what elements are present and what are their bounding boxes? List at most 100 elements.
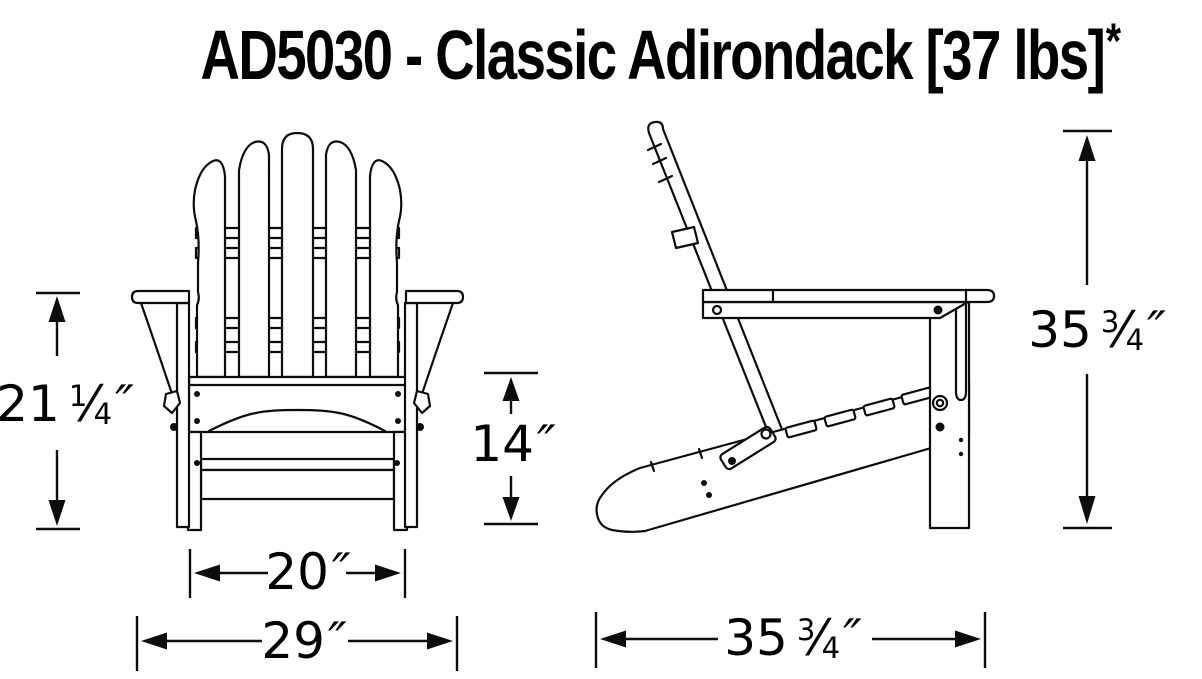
armrest-side: [701, 288, 996, 304]
folding-hinge-right: [412, 389, 432, 415]
dim-arrow-seat-height: [484, 371, 538, 526]
rear-leg: [928, 299, 971, 530]
back-slat-tick: [651, 156, 668, 166]
front-stretcher: [199, 468, 396, 501]
front-rivets: [170, 391, 424, 466]
product-title-text: AD5030 - Classic Adirondack [37 lbs]: [200, 16, 1105, 95]
pivot-pin: [933, 305, 943, 315]
hinge-pin: [416, 423, 424, 431]
seat-contour-curve: [207, 408, 387, 433]
rivet: [706, 492, 712, 498]
back-rail-end: [670, 225, 700, 250]
back-slat: [324, 140, 358, 379]
fraction: 3⁄4: [797, 613, 840, 663]
armrest-left: [130, 289, 191, 305]
fraction-denominator: 4: [1125, 322, 1145, 357]
arrowhead-left: [194, 564, 220, 582]
arrowhead-down: [502, 497, 520, 521]
folding-hinge-left: [162, 389, 182, 415]
back-slat: [280, 131, 315, 379]
seat-slats: [784, 386, 934, 439]
arrowhead-right: [375, 564, 401, 582]
arm-bracket-curve-left: [139, 301, 173, 393]
dim-arrow-arm-height: [36, 291, 80, 531]
dim-value: 14: [470, 415, 534, 473]
arrowhead-up: [48, 296, 66, 322]
runner-tick: [697, 447, 704, 460]
dim-value: 35: [1028, 301, 1092, 359]
seat-slat: [823, 408, 857, 428]
rivet: [394, 460, 400, 466]
pivot-pin: [728, 457, 736, 465]
rivet: [194, 460, 200, 466]
pivot-pin: [935, 422, 945, 432]
rivet: [194, 391, 200, 397]
dim-value: 20: [265, 543, 329, 601]
arm-bracket-curve-right: [421, 301, 455, 393]
dim-arrow-overall-height: [1063, 129, 1112, 530]
leg-slot: [954, 301, 968, 402]
arm-post-right: [403, 301, 419, 529]
pivot-hole: [760, 428, 772, 440]
fraction-numerator: 3: [1100, 304, 1120, 339]
pivot-hole: [711, 304, 723, 316]
fraction-numerator: 1: [68, 378, 88, 413]
back-slat: [192, 159, 227, 379]
arrowhead-left: [600, 630, 626, 648]
unit-mark: ″: [327, 612, 347, 670]
page-title: AD5030 - Classic Adirondack [37 lbs]*: [71, 2, 1202, 94]
dim-value: 21: [0, 375, 60, 433]
unit-mark: ″: [536, 415, 556, 473]
seat-slat: [784, 419, 818, 439]
rivet: [395, 391, 401, 397]
rivet: [194, 418, 200, 424]
fraction-slash: ⁄: [1118, 301, 1127, 359]
unit-mark: ″: [843, 609, 862, 667]
rivet: [395, 418, 401, 424]
rivet: [958, 437, 964, 443]
dim-label-seat-height: 14″: [470, 419, 555, 469]
lower-front-rail: [199, 457, 396, 472]
unit-mark: ″: [331, 543, 351, 601]
pivot-ring-center: [935, 398, 945, 408]
pivot-ring: [931, 394, 949, 412]
arrowhead-right: [955, 630, 981, 648]
fraction-numerator: 3: [796, 612, 816, 647]
front-view-drawing: [130, 131, 465, 532]
base-runner: [595, 377, 971, 533]
arm-support-board: [701, 300, 970, 320]
dimension-arrows: [36, 129, 1112, 671]
hinge-pin: [170, 423, 178, 431]
fraction-denominator: 4: [821, 630, 841, 665]
back-slat: [237, 140, 271, 379]
rivet: [701, 480, 707, 486]
dim-arrow-overall-width: [135, 616, 459, 671]
back-slat-tick: [646, 142, 663, 152]
fraction: 1⁄4: [69, 379, 112, 429]
armrest-right: [404, 289, 465, 305]
dim-arrow-seat-width: [188, 549, 407, 598]
page-title-inner: AD5030 - Classic Adirondack [37 lbs]*: [200, 2, 1121, 95]
fraction-denominator: 4: [93, 396, 113, 431]
unit-mark: ″: [1147, 301, 1166, 359]
dim-arrow-depth: [594, 612, 987, 668]
fraction-slash: ⁄: [814, 609, 823, 667]
title-asterisk: *: [1105, 12, 1121, 69]
dim-label-seat-width: 20″: [265, 547, 350, 597]
runner-tick: [649, 460, 656, 473]
rivet: [958, 451, 964, 457]
arrowhead-up: [1078, 135, 1096, 161]
unit-mark: ″: [115, 375, 134, 433]
dim-label-overall-width: 29″: [261, 616, 346, 666]
arrowhead-up: [502, 377, 520, 401]
fraction: 3⁄4: [1101, 305, 1144, 355]
arrowhead-down: [48, 500, 66, 526]
back-slat-tick: [657, 174, 674, 184]
arm-post-left: [175, 301, 191, 529]
back-slat: [368, 159, 403, 379]
